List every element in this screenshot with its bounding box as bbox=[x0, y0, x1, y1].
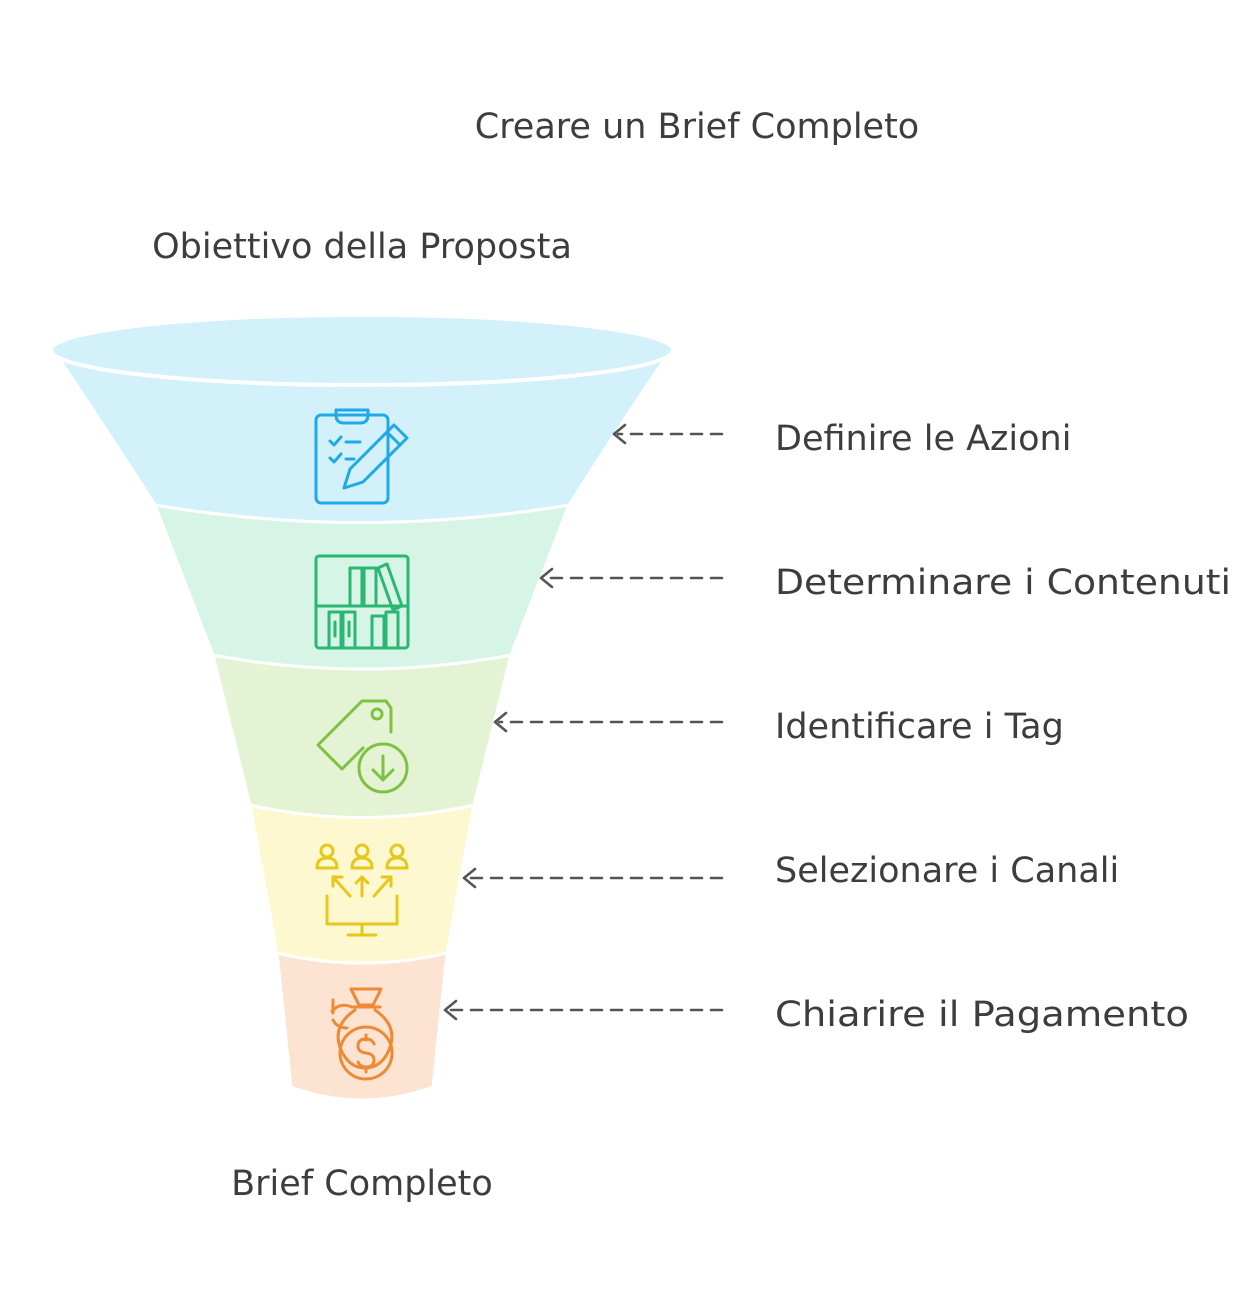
stage-label-pagamento: Chiarire il Pagamento bbox=[775, 995, 1189, 1035]
stage-label-contenuti: Determinare i Contenuti bbox=[775, 563, 1231, 603]
funnel-bottom-label: Brief Completo bbox=[231, 1164, 493, 1204]
people-monitor-icon bbox=[315, 843, 409, 937]
money-bag-icon bbox=[330, 987, 394, 1081]
bookshelf-icon bbox=[314, 554, 410, 650]
arrow-contenuti bbox=[539, 567, 724, 589]
diagram-title: Creare un Brief Completo bbox=[475, 107, 919, 147]
clipboard-pencil-icon bbox=[314, 408, 409, 505]
funnel-band-tag bbox=[210, 653, 514, 819]
stage-label-canali: Selezionare i Canali bbox=[775, 851, 1119, 891]
funnel-rim bbox=[49, 313, 675, 387]
funnel-segment-tag bbox=[210, 653, 514, 819]
funnel-segment-azioni bbox=[49, 313, 675, 524]
stage-label-tag: Identificare i Tag bbox=[775, 707, 1064, 747]
arrow-canali bbox=[462, 867, 724, 889]
tag-download-icon bbox=[316, 699, 409, 794]
funnel-band-azioni bbox=[57, 358, 667, 524]
arrow-tag bbox=[493, 711, 724, 733]
arrow-pagamento bbox=[443, 999, 724, 1021]
funnel-top-label: Obiettivo della Proposta bbox=[152, 227, 572, 267]
arrow-azioni bbox=[612, 423, 724, 445]
stage-label-azioni: Definire le Azioni bbox=[775, 419, 1071, 459]
